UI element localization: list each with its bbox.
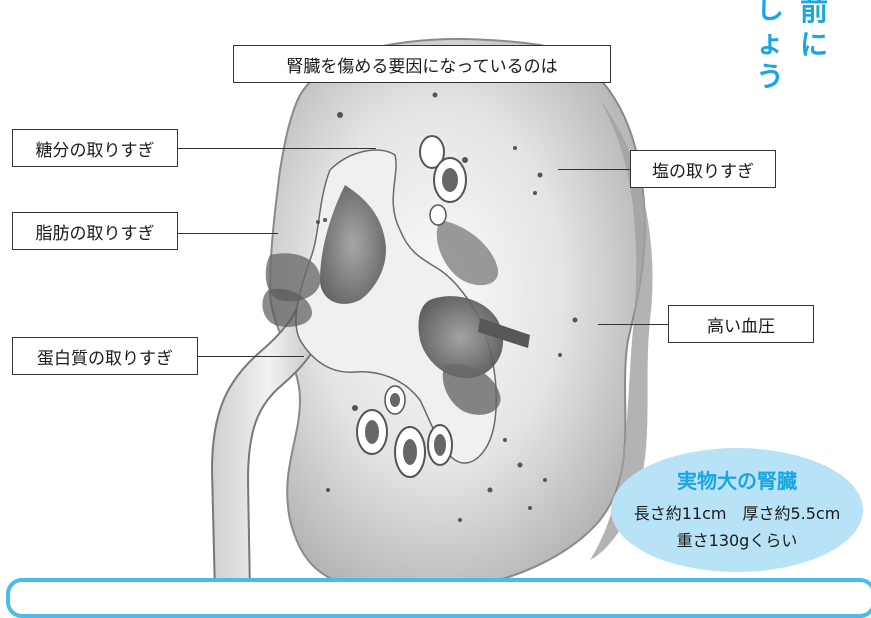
label-sugar: 糖分の取りすぎ xyxy=(12,129,178,167)
kidney-illustration xyxy=(210,38,653,594)
bottom-frame xyxy=(6,578,871,618)
info-weight: 重さ130gくらい xyxy=(676,531,798,550)
label-fat: 脂肪の取りすぎ xyxy=(12,212,178,250)
label-protein: 蛋白質の取りすぎ xyxy=(12,337,198,375)
leader-protein xyxy=(198,356,304,357)
leader-blood-pressure xyxy=(598,324,668,325)
info-title: 実物大の腎臓 xyxy=(677,469,797,493)
leader-salt xyxy=(558,169,630,170)
leader-sugar xyxy=(178,148,376,149)
label-blood-pressure: 高い血圧 xyxy=(668,305,814,343)
label-salt: 塩の取りすぎ xyxy=(630,150,776,188)
side-title-col2: し ょ う xyxy=(755,0,784,93)
side-title-col1: 前 に xyxy=(799,0,828,61)
info-size: 長さ約11cm 厚さ約5.5cm xyxy=(633,504,841,523)
header-label: 腎臓を傷める要因になっているのは xyxy=(233,45,611,83)
leader-fat xyxy=(178,233,278,234)
info-ellipse xyxy=(611,448,863,572)
